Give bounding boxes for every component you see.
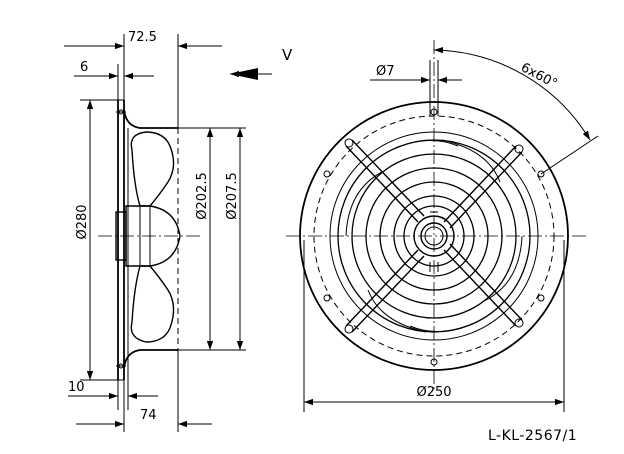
side-dimensions: 72.5 6 Ø280 Ø202.5 Ø207.5 10 74: [64, 30, 293, 432]
dim-mounting-diameter: Ø250: [416, 385, 451, 400]
side-view: [98, 100, 200, 380]
guard-struts: [344, 138, 524, 334]
dim-housing-diameter: Ø280: [75, 204, 90, 239]
dim-hole-pattern: 6x60°: [518, 60, 559, 92]
view-label: V: [282, 46, 293, 64]
dim-bottom-offset: 10: [68, 380, 85, 395]
mounting-holes: [323, 108, 545, 366]
dim-overall-depth: 72.5: [128, 30, 157, 45]
dim-hole-diameter: Ø7: [376, 64, 395, 79]
drawing-reference: L-KL-2567/1: [488, 428, 577, 444]
dim-guard-diameter-b: Ø207.5: [225, 172, 240, 219]
dim-front-offset: 6: [80, 60, 88, 75]
dim-guard-diameter-a: Ø202.5: [195, 172, 210, 219]
front-dimensions: Ø7 6x60° Ø250: [303, 47, 599, 412]
front-view: [286, 40, 586, 392]
dim-bottom-depth: 74: [140, 408, 157, 423]
